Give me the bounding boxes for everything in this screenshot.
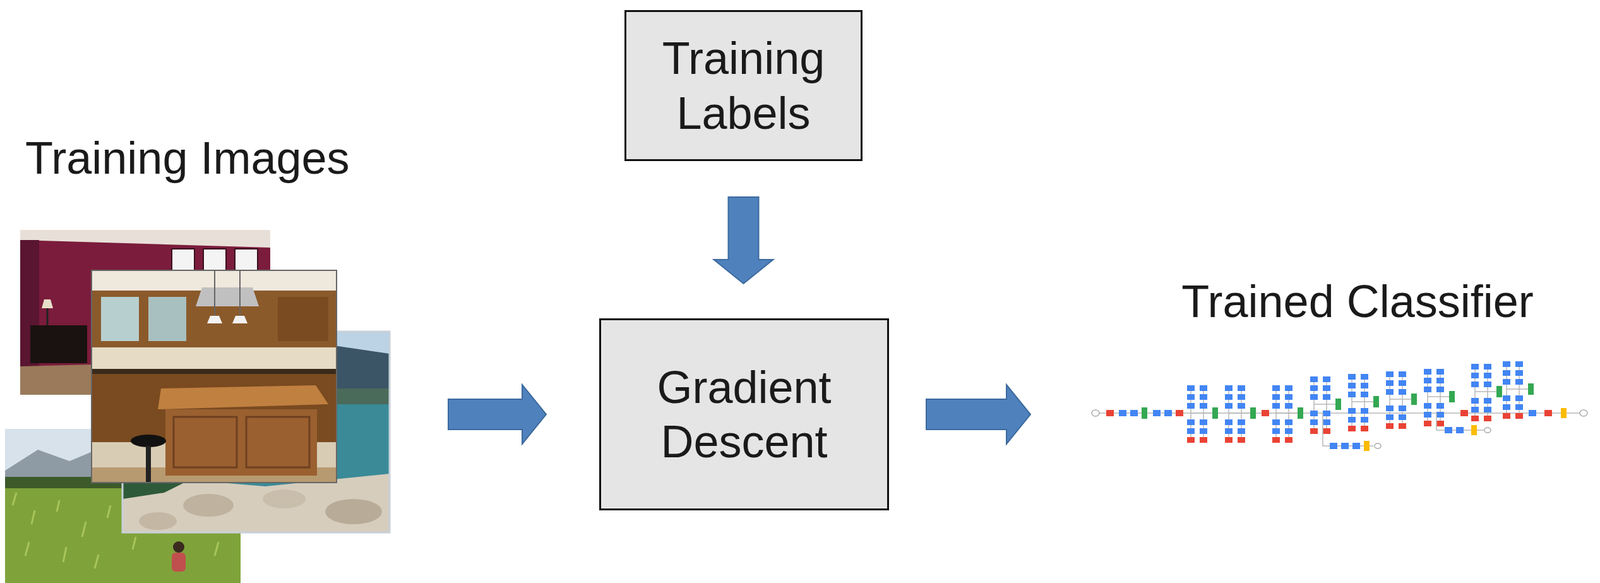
block-arrow: [926, 384, 1031, 444]
input-box: Training Labels: [624, 10, 863, 162]
node-text: Gradient Descent: [613, 359, 875, 470]
block-arrow: [448, 384, 547, 444]
node-text: Trained Classifier: [1111, 274, 1600, 329]
process-box: Gradient Descent: [599, 318, 890, 511]
node-text: Training Images: [25, 130, 398, 186]
node-text: Training Labels: [638, 30, 848, 141]
output-group: Trained Classifier: [1111, 265, 1600, 468]
block-arrow: [714, 197, 774, 284]
network-graphic: [1091, 361, 1588, 451]
image-group: Training Images: [5, 126, 398, 583]
kitchen-photo: [91, 270, 337, 483]
